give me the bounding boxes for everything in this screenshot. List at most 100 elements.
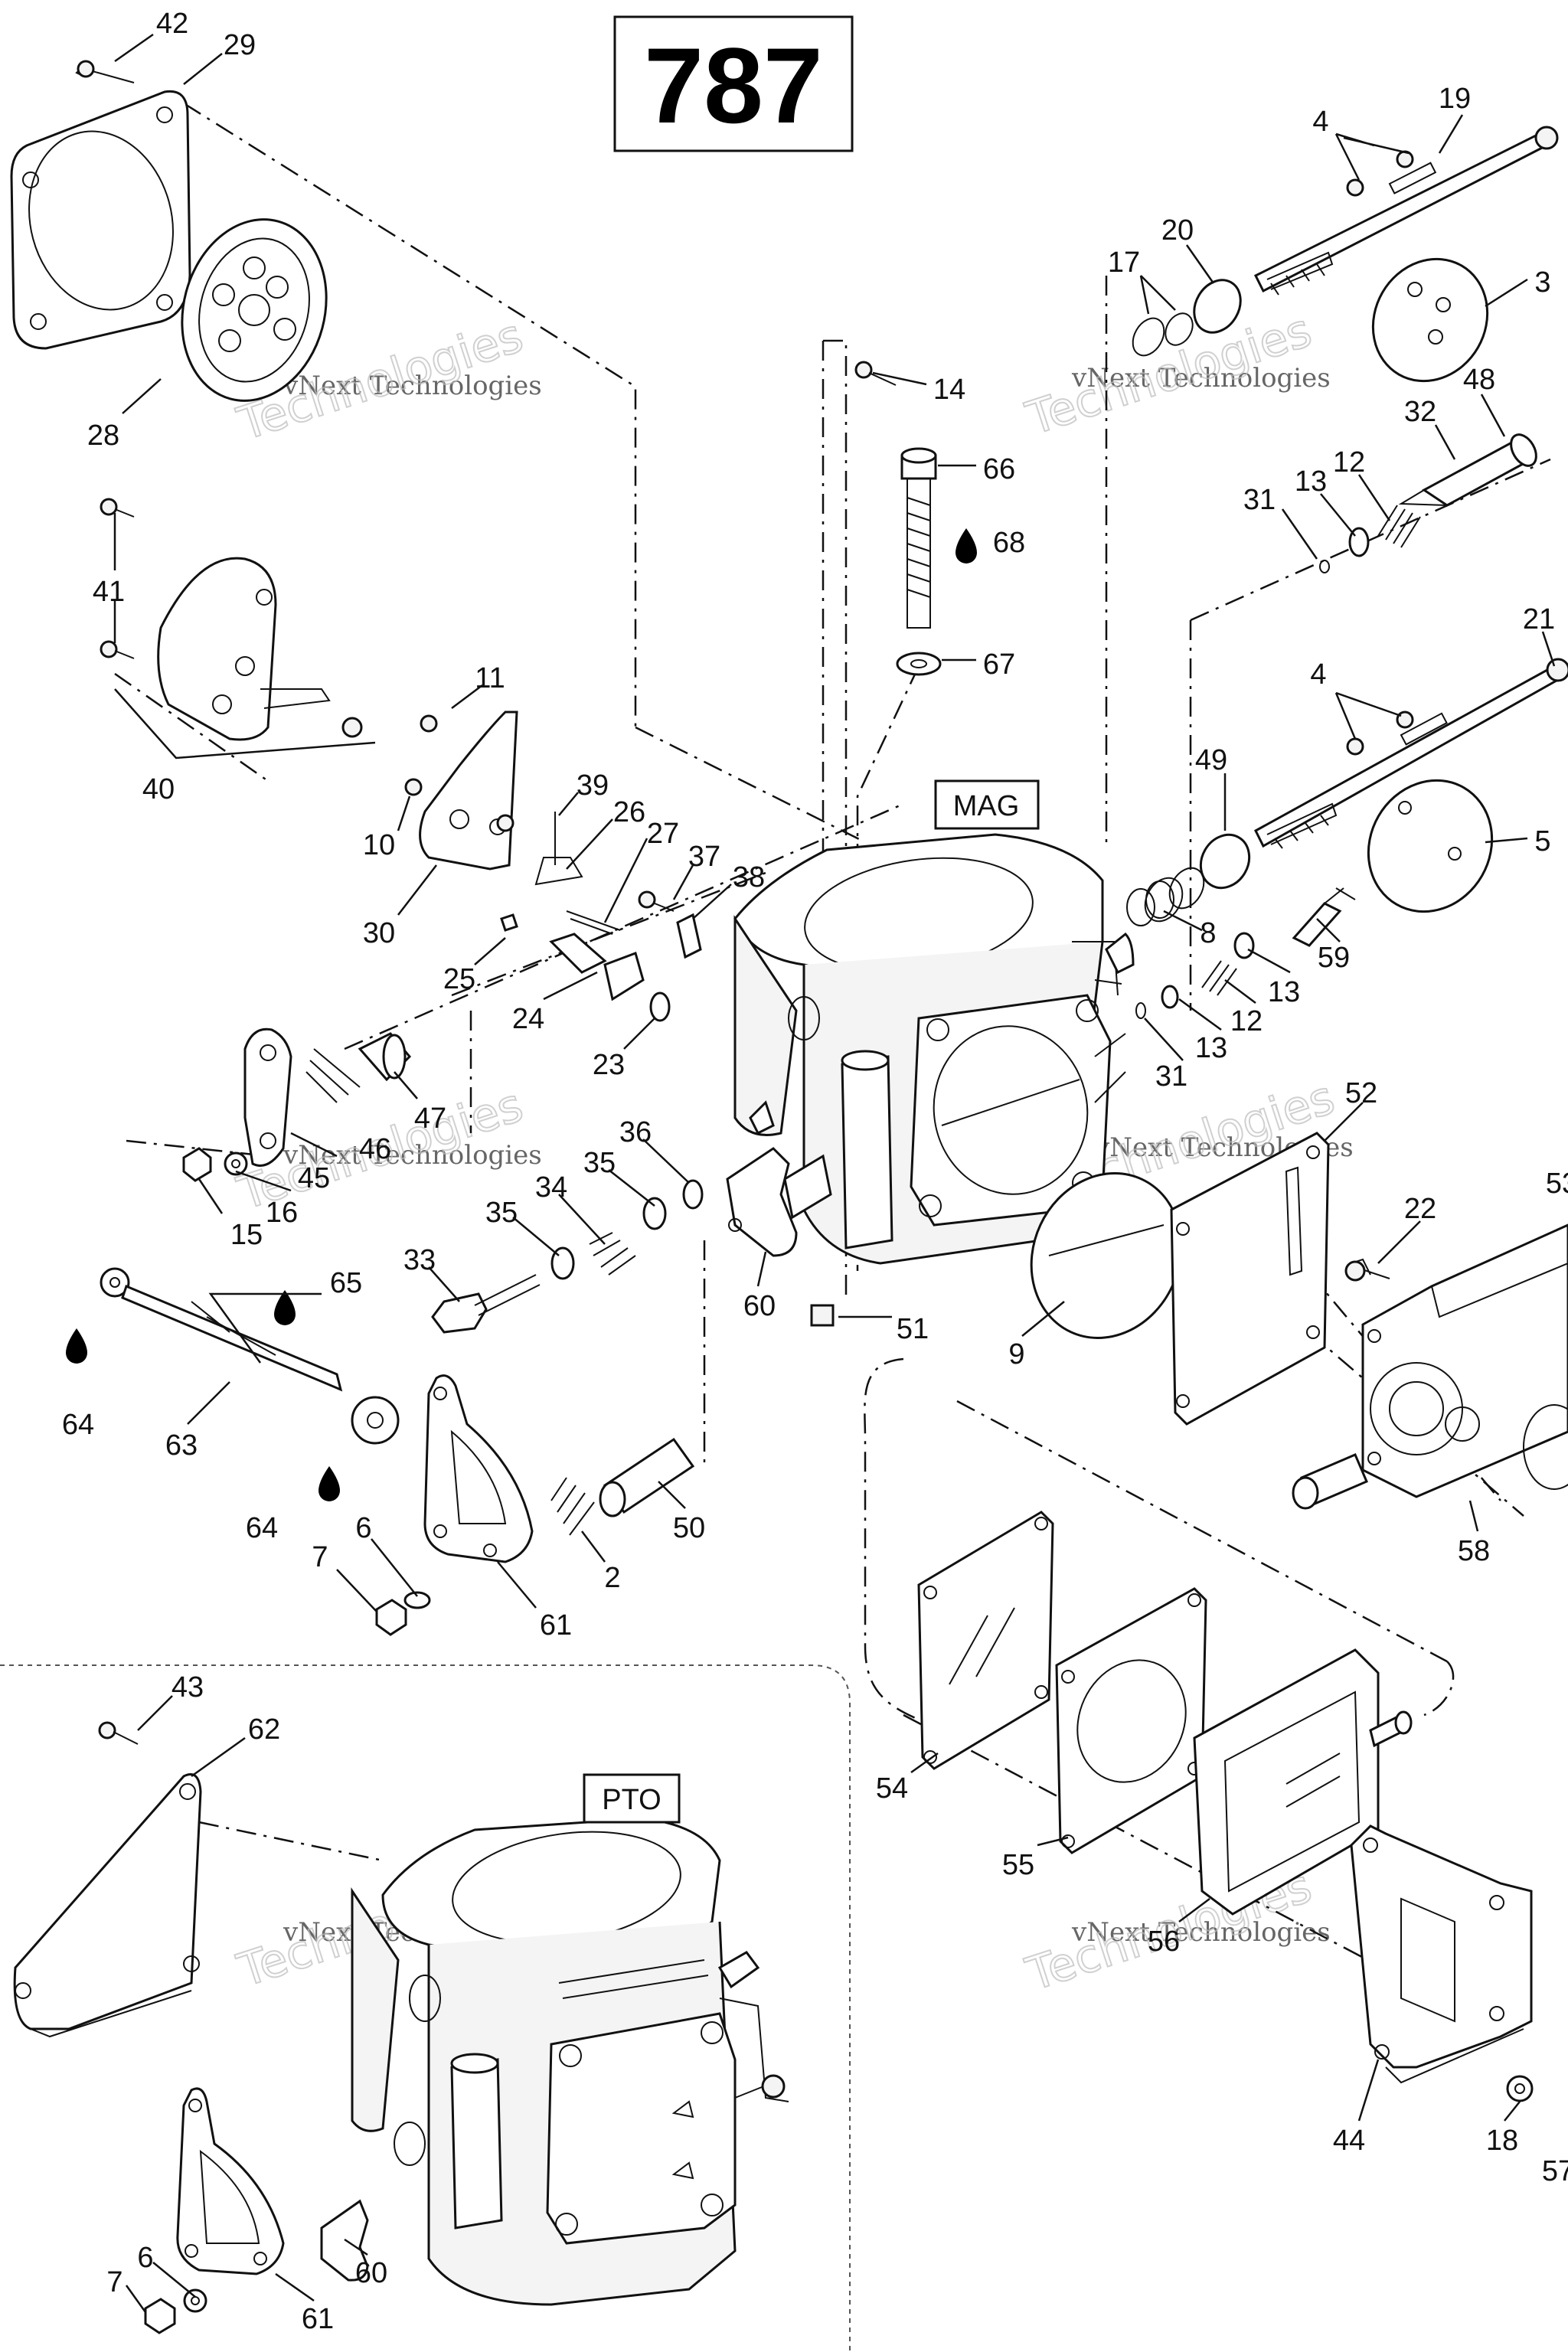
part-callout: 32 xyxy=(1404,396,1436,428)
part-callout: 3 xyxy=(1534,266,1550,299)
part-callout: 29 xyxy=(224,29,256,61)
part-callout: 40 xyxy=(142,773,175,805)
watermark-text: vNext Technologies xyxy=(1071,363,1331,394)
oil-drop-icon xyxy=(66,528,977,1501)
part-callout: 4 xyxy=(1310,658,1326,691)
part-callout: 6 xyxy=(137,2242,153,2274)
part-callout: 55 xyxy=(1002,1849,1034,1881)
part-callout: 6 xyxy=(355,1512,371,1544)
part-callout: 18 xyxy=(1486,2125,1518,2157)
part-callout: 60 xyxy=(355,2257,387,2289)
part-callout: 58 xyxy=(1458,1535,1490,1567)
part-callout: 35 xyxy=(583,1147,616,1179)
nut-icon xyxy=(810,1304,835,1327)
air-screw-assembly xyxy=(431,1179,704,1334)
part-callout: 66 xyxy=(983,453,1015,485)
callout-labels: 4229284140111030392627373825242347464516… xyxy=(62,8,1568,2335)
part-callout: 27 xyxy=(647,818,679,850)
part-callout: 5 xyxy=(1534,825,1550,858)
assembly-tag-label: MAG xyxy=(953,790,1020,822)
mounting-screw xyxy=(854,361,942,676)
part-callout: 4 xyxy=(1312,106,1328,138)
part-callout: 13 xyxy=(1268,976,1300,1008)
part-callout: 38 xyxy=(733,861,765,893)
part-callout: 10 xyxy=(363,829,395,861)
watermark-text: vNext Technologies xyxy=(283,371,542,401)
part-callout: 12 xyxy=(1333,446,1365,479)
part-callout: 46 xyxy=(359,1133,391,1165)
leader-lines xyxy=(113,33,1556,2313)
carburetor-body-pto xyxy=(351,1817,789,2306)
part-callout: 48 xyxy=(1463,364,1495,396)
part-callout: 20 xyxy=(1161,214,1194,247)
part-callout: 22 xyxy=(1404,1193,1436,1225)
part-callout: 33 xyxy=(403,1244,436,1276)
part-callout: 17 xyxy=(1108,247,1140,279)
throttle-shaft-upper xyxy=(1132,126,1559,383)
part-callout: 11 xyxy=(475,662,505,694)
part-callout: 50 xyxy=(673,1512,705,1544)
part-callout: 54 xyxy=(876,1772,908,1805)
throttle-cam xyxy=(100,498,376,760)
part-callout: 64 xyxy=(62,1409,94,1441)
part-callout: 41 xyxy=(93,576,125,608)
part-callout: 64 xyxy=(246,1512,278,1544)
part-callout: 31 xyxy=(1155,1060,1187,1093)
part-callout: 68 xyxy=(993,527,1025,559)
watermark-text: vNext Technologies xyxy=(283,1140,542,1171)
part-callout: 12 xyxy=(1230,1005,1263,1037)
part-callout: 60 xyxy=(743,1290,776,1322)
part-callout: 26 xyxy=(613,796,645,828)
part-callout: 31 xyxy=(1243,484,1276,516)
part-callout: 36 xyxy=(619,1116,652,1148)
part-callout: 62 xyxy=(248,1713,280,1746)
part-callout: 2 xyxy=(604,1562,620,1594)
pump-cover-gasket xyxy=(10,90,191,350)
part-callout: 13 xyxy=(1295,466,1327,498)
choke-lever xyxy=(726,1147,798,1257)
part-callout: 7 xyxy=(106,2266,122,2298)
part-callout: 43 xyxy=(172,1671,204,1704)
part-callout: 53 xyxy=(1546,1168,1568,1200)
part-callout: 23 xyxy=(593,1049,625,1081)
part-callout: 44 xyxy=(1333,2125,1365,2157)
part-callout: 61 xyxy=(540,1609,572,1642)
pto-tag xyxy=(583,1773,681,1824)
part-callout: 65 xyxy=(330,1267,362,1299)
part-callout: 7 xyxy=(312,1541,328,1573)
o-ring-icon xyxy=(1126,880,1174,926)
choke-lever-assembly xyxy=(182,1027,412,1182)
part-callout: 57 xyxy=(1542,2155,1568,2187)
reed-valve-group xyxy=(917,1511,1413,1916)
diaphragm xyxy=(181,218,328,402)
part-callout: 67 xyxy=(983,648,1015,681)
mounting-bracket xyxy=(1350,1824,1534,2102)
mag-tag xyxy=(934,779,1040,830)
part-callout: 21 xyxy=(1523,603,1555,635)
part-callout: 37 xyxy=(688,841,720,873)
part-callout: 13 xyxy=(1195,1032,1227,1064)
watermark-text: vNext Technologies xyxy=(1071,1917,1331,1948)
page-title: 787 xyxy=(644,25,823,145)
part-callout: 24 xyxy=(512,1003,544,1035)
part-callout: 9 xyxy=(1008,1338,1024,1370)
pto-cover-plate xyxy=(13,1721,202,2038)
part-callout: 45 xyxy=(298,1162,330,1194)
title-box: 787 xyxy=(613,15,854,152)
part-callout: 51 xyxy=(897,1313,929,1345)
idle-adjust-parts xyxy=(500,812,702,1022)
part-callout: 63 xyxy=(165,1429,198,1462)
part-callout: 30 xyxy=(363,917,395,949)
part-callout: 14 xyxy=(933,374,965,406)
part-callout: 34 xyxy=(535,1171,567,1204)
part-callout: 59 xyxy=(1318,942,1350,974)
part-callout: 39 xyxy=(577,769,609,802)
part-callout: 19 xyxy=(1439,83,1471,115)
fuel-pump-body xyxy=(1292,1223,1568,1510)
assembly-tag-label: PTO xyxy=(602,1784,661,1816)
part-callout: 25 xyxy=(443,963,475,995)
needle-valve xyxy=(1135,433,1537,1019)
part-callout: 61 xyxy=(302,2303,334,2335)
throttle-lever-plate xyxy=(375,1374,695,1636)
throttle-bracket xyxy=(404,710,518,871)
